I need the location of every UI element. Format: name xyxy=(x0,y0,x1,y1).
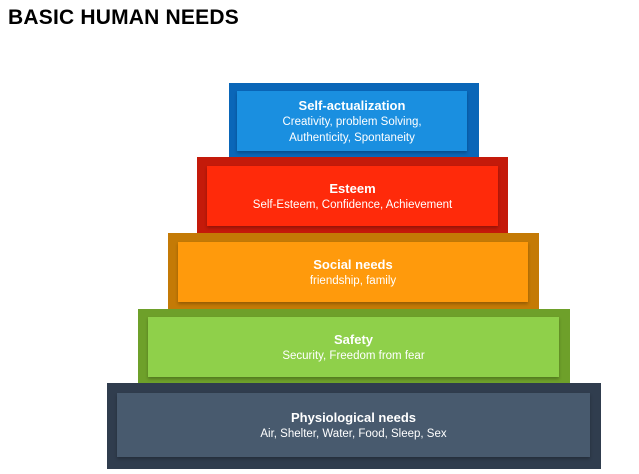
tier-panel: Self-actualization Creativity, problem S… xyxy=(237,91,467,151)
tier-description: Self-Esteem, Confidence, Achievement xyxy=(252,198,453,211)
tier-panel: Esteem Self-Esteem, Confidence, Achievem… xyxy=(207,166,498,226)
pyramid-tier-social-needs: Social needs friendship, family xyxy=(168,233,539,310)
tier-heading: Social needs xyxy=(313,256,393,272)
tier-heading: Self-actualization xyxy=(298,97,406,113)
tier-description: Authenticity, Spontaneity xyxy=(289,131,415,144)
tier-panel: Social needs friendship, family xyxy=(178,242,528,302)
tier-description: Air, Shelter, Water, Food, Sleep, Sex xyxy=(260,427,447,440)
tier-heading: Esteem xyxy=(329,180,376,196)
pyramid-tier-esteem: Esteem Self-Esteem, Confidence, Achievem… xyxy=(197,157,508,234)
tier-description: Security, Freedom from fear xyxy=(282,349,425,362)
tier-heading: Physiological needs xyxy=(291,409,416,425)
page-title: BASIC HUMAN NEEDS xyxy=(8,6,239,29)
tier-panel: Safety Security, Freedom from fear xyxy=(148,317,559,377)
pyramid-tier-self-actualization: Self-actualization Creativity, problem S… xyxy=(229,83,479,158)
pyramid-tier-physiological-needs: Physiological needs Air, Shelter, Water,… xyxy=(107,383,601,469)
tier-panel: Physiological needs Air, Shelter, Water,… xyxy=(117,393,590,457)
tier-heading: Safety xyxy=(333,331,374,347)
pyramid-tier-safety: Safety Security, Freedom from fear xyxy=(138,309,570,385)
tier-description: friendship, family xyxy=(309,274,397,287)
tier-description: Creativity, problem Solving, xyxy=(282,115,422,128)
